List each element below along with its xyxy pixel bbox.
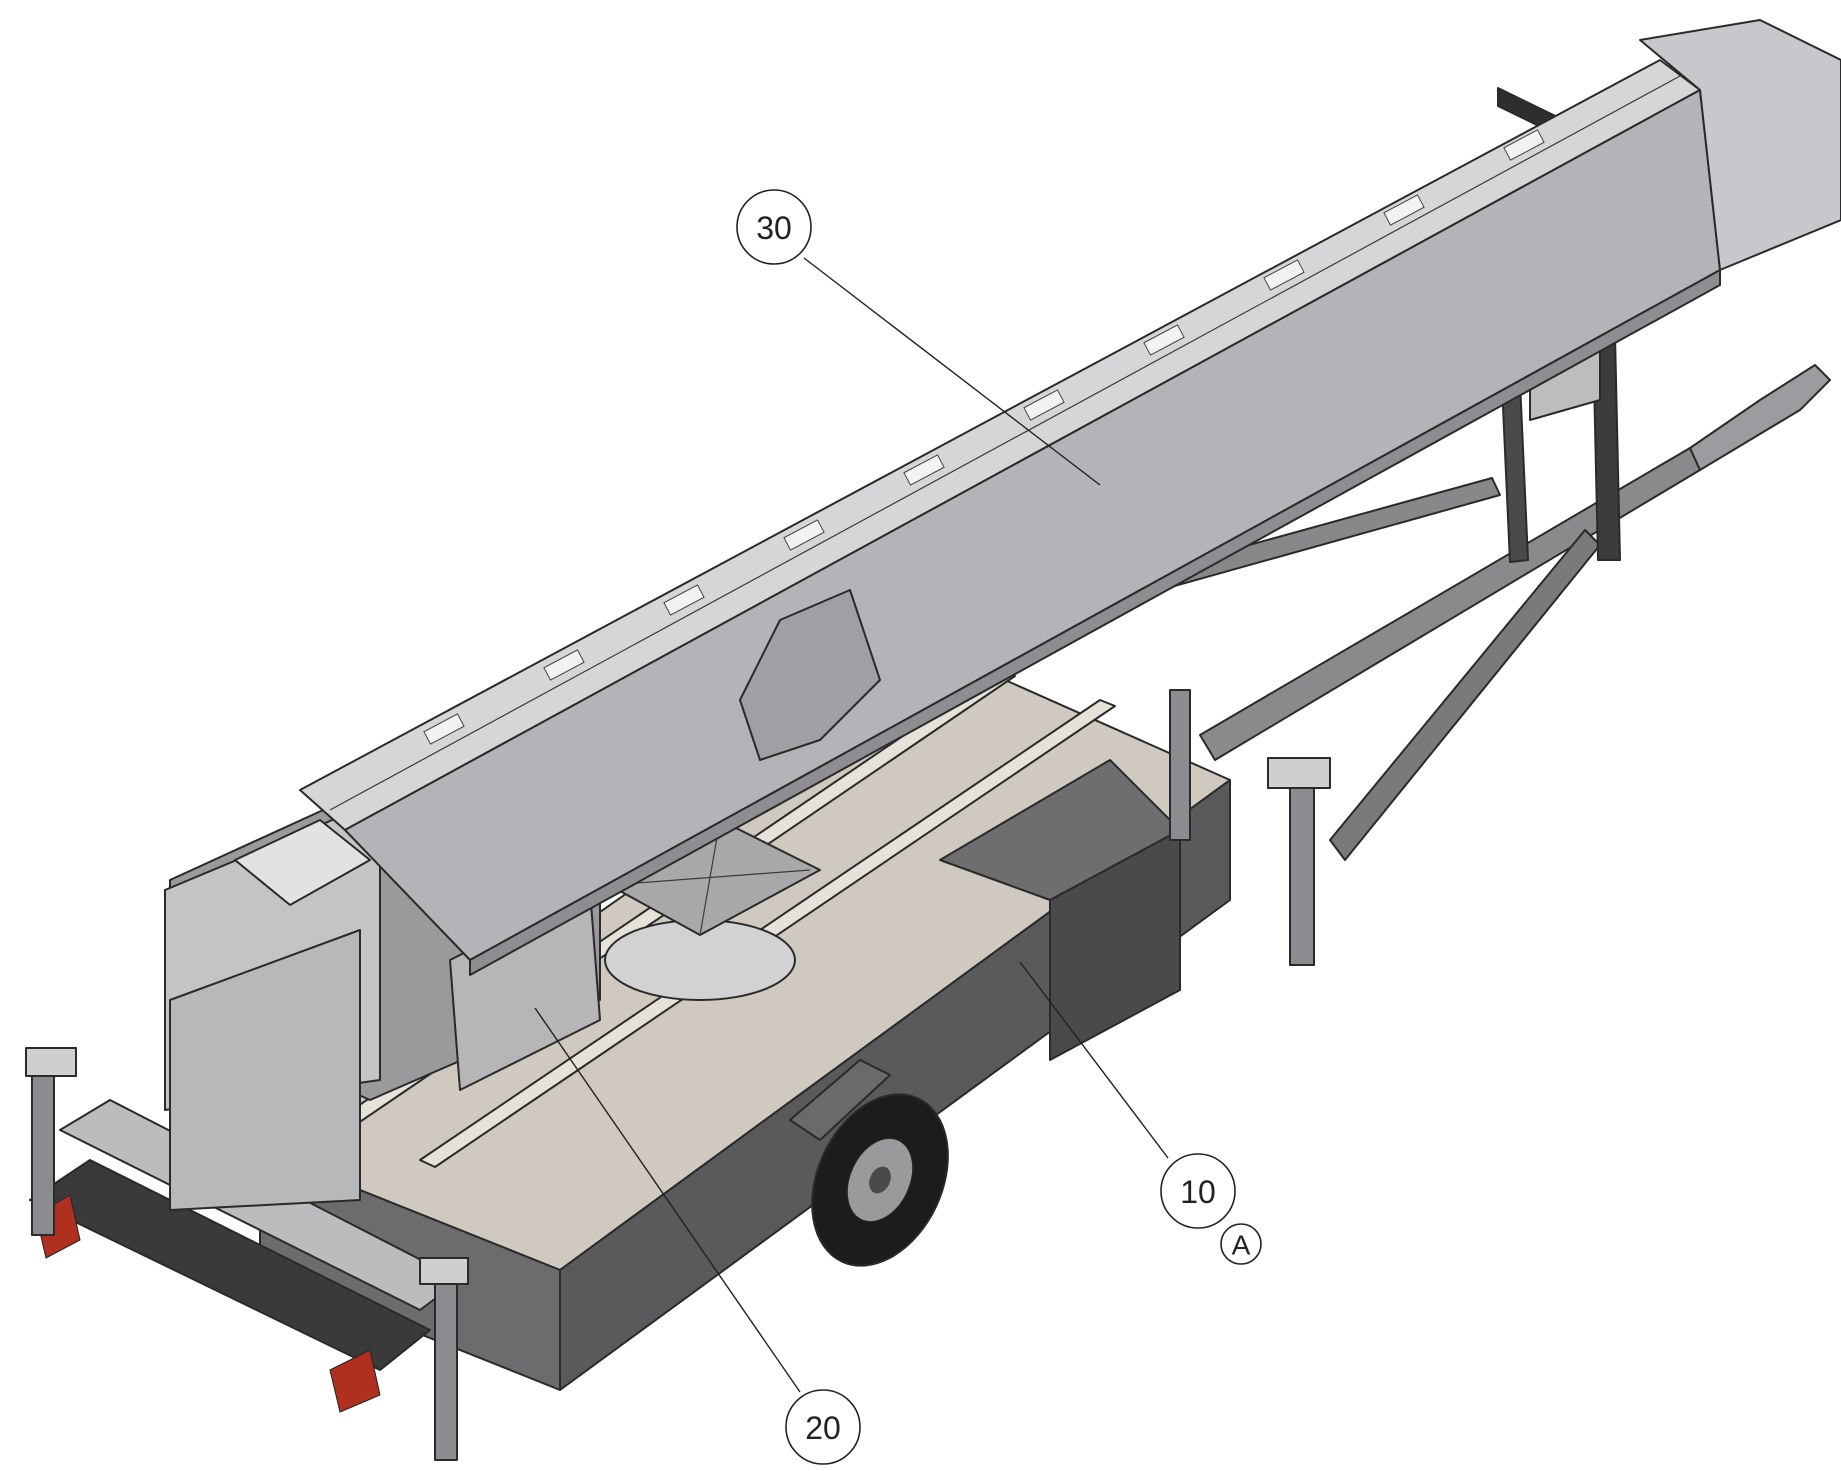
balloon-30: 30: [736, 189, 812, 265]
balloon-10: 10: [1160, 1153, 1236, 1229]
rear-bumper-beam: [29, 1159, 431, 1371]
boom-slot: [1263, 259, 1305, 291]
leader-10: [1019, 961, 1169, 1159]
winch-unit: [234, 819, 371, 906]
balloon-30-label: 30: [756, 210, 792, 246]
boom-slot: [1023, 389, 1065, 421]
tow-drawbar: [1049, 364, 1831, 861]
mudguard: [789, 1059, 891, 1141]
boom-slot: [1503, 129, 1545, 161]
outrigger-front-left: [1169, 689, 1191, 841]
wheel-hub: [869, 1166, 891, 1194]
outrigger-rear-left-cap: [25, 1047, 77, 1077]
outrigger-front-right: [1289, 769, 1315, 966]
outrigger-rear-left: [31, 1059, 55, 1236]
boom-slots: [423, 129, 1545, 745]
leader-30: [803, 257, 1101, 486]
trailer-wheel: [789, 1059, 949, 1267]
boom-slot: [1143, 324, 1185, 356]
boom: [299, 19, 1841, 976]
boom-seam-line: [329, 75, 1681, 811]
boom-slot: [663, 584, 705, 616]
boom-slot: [543, 649, 585, 681]
balloon-20: 20: [785, 1389, 861, 1465]
leader-20: [534, 1007, 801, 1393]
tail-light-right: [329, 1349, 381, 1413]
balloon-20-label: 20: [805, 1410, 841, 1446]
revision-marker: A: [1220, 1223, 1262, 1265]
boom-pivot-plate: [739, 589, 881, 761]
boom-slot: [903, 454, 945, 486]
outrigger-legs: [25, 689, 1331, 1461]
boom-slot: [783, 519, 825, 551]
counterweight-block: [169, 929, 361, 1211]
drawbar-coupling: [1689, 364, 1831, 471]
outrigger-rear-right: [434, 1269, 458, 1461]
balloon-10-label: 10: [1180, 1174, 1216, 1210]
boom-bottom-edge: [469, 269, 1721, 976]
outrigger-front-right-cap: [1267, 757, 1331, 789]
boom-head: [1639, 19, 1841, 271]
boom-slot: [423, 713, 465, 745]
revision-label: A: [1232, 1230, 1251, 1261]
boom-slot: [1383, 194, 1425, 226]
outrigger-rear-right-cap: [419, 1257, 469, 1285]
